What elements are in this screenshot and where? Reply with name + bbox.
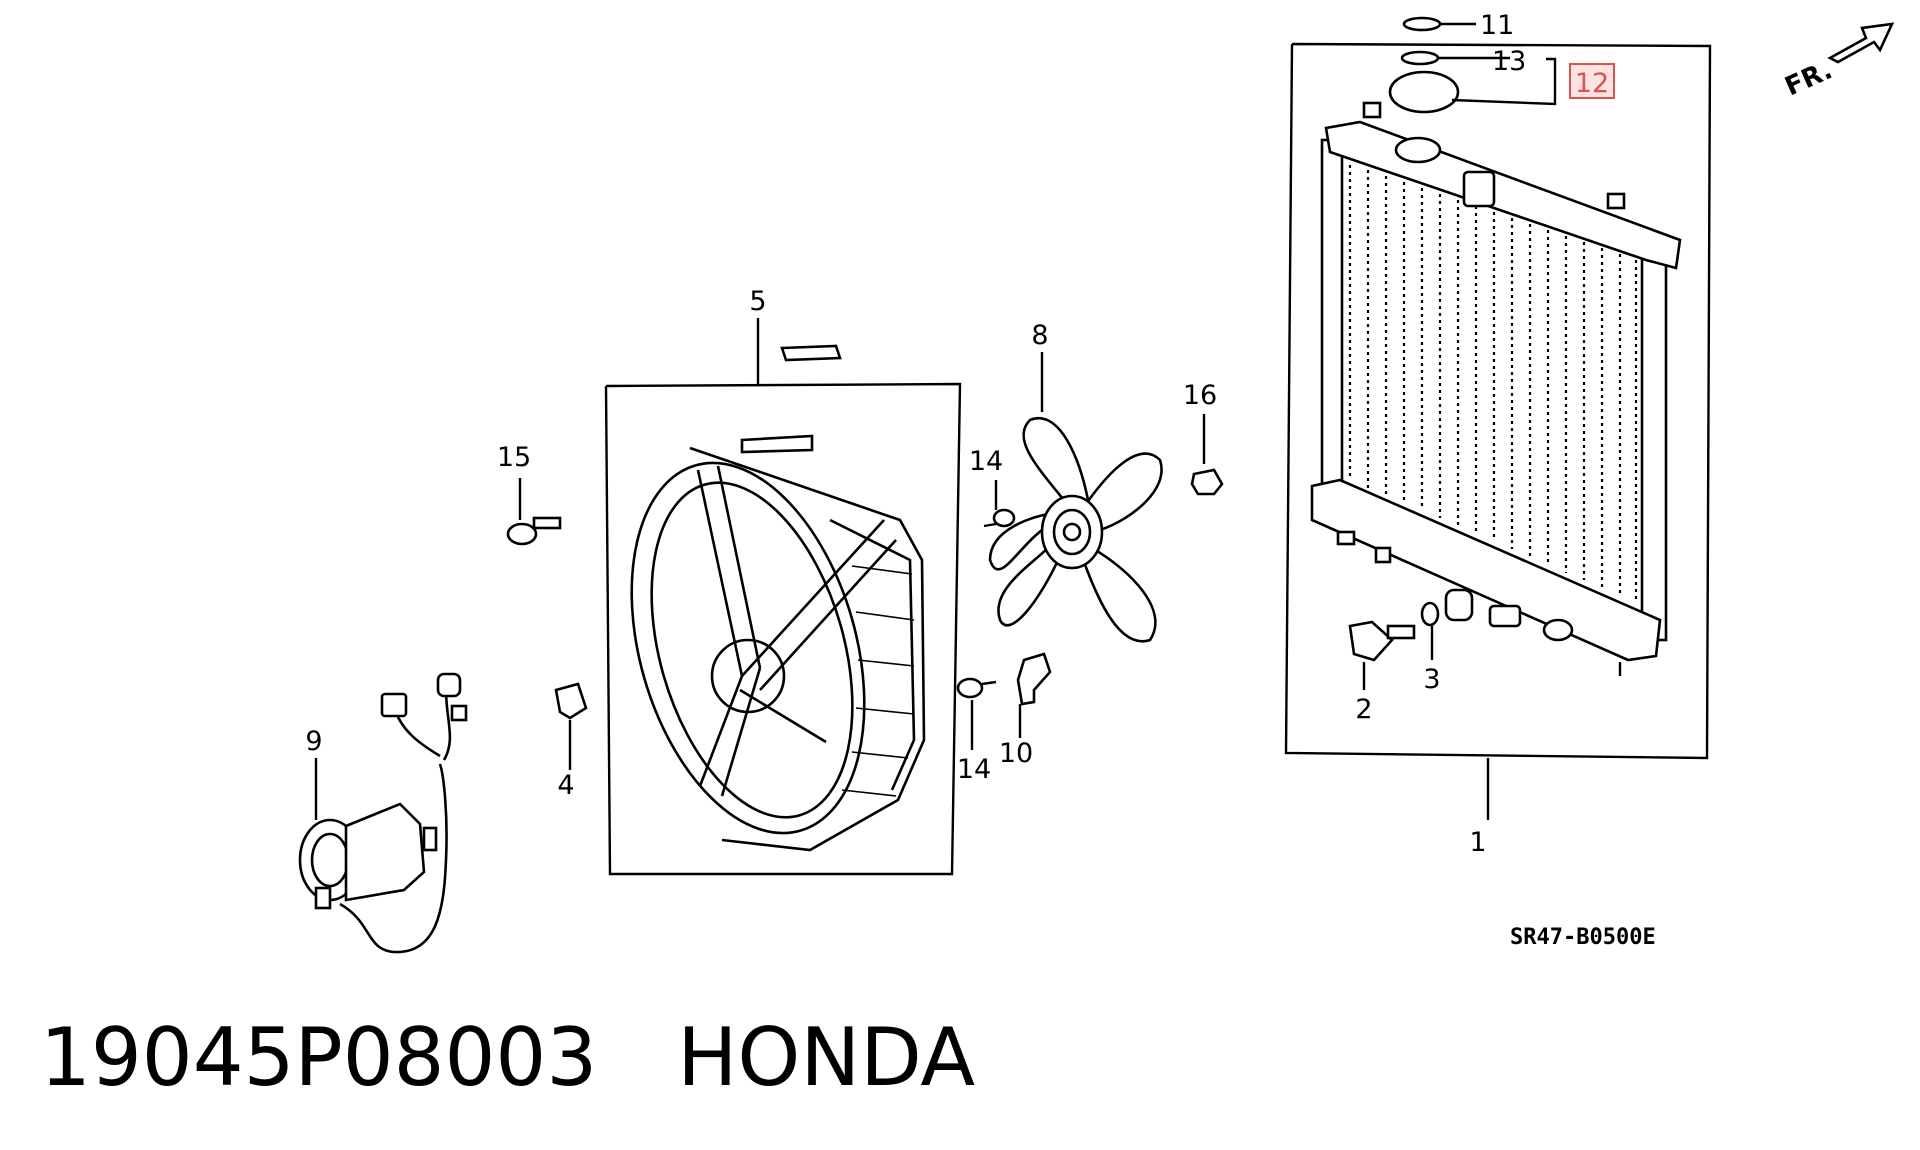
fan-motor [298,672,468,954]
callout-15[interactable]: 15 [497,442,531,473]
shroud-group-box [604,318,962,876]
callout-14-upper[interactable]: 14 [969,446,1003,477]
part-number: 19045P08003 [40,1011,598,1104]
callout-5[interactable]: 5 [749,286,766,317]
callout-1[interactable]: 1 [1469,827,1486,858]
radiator-cap [1388,16,1557,114]
cooling-fan [988,352,1163,643]
callout-14-lower[interactable]: 14 [957,754,991,785]
bolt-14-lower [956,677,997,750]
callout-4[interactable]: 4 [557,770,574,801]
callout-11[interactable]: 11 [1480,10,1514,41]
bolt-14-upper [983,480,1016,528]
callout-2[interactable]: 2 [1355,694,1372,725]
fan-shroud [630,344,926,852]
front-direction-indicator: FR. [1781,22,1895,102]
drain-plug [1348,588,1522,690]
callout-12[interactable]: 12 [1575,68,1609,99]
callout-16[interactable]: 16 [1183,380,1217,411]
callout-labels: 1 2 3 4 5 8 9 10 11 12 13 14 14 15 16 [305,10,1615,858]
callout-3[interactable]: 3 [1423,664,1440,695]
radiator-group-box [1284,42,1712,820]
radiator [1310,101,1682,676]
callout-13[interactable]: 13 [1492,46,1526,77]
highlight-box [1569,63,1615,99]
brand-name: HONDA [677,1011,976,1104]
front-indicator-label: FR. [1781,55,1837,102]
radiator-fins [1348,165,1638,603]
callout-10[interactable]: 10 [999,738,1033,769]
callout-12-highlight[interactable]: 12 [1569,63,1615,99]
diagram-code: SR47-B0500E [1510,925,1656,950]
bracket-10 [1016,652,1052,738]
nut-16 [1190,414,1224,496]
clip-4 [554,682,588,770]
callout-8[interactable]: 8 [1031,320,1048,351]
bolt-15 [506,478,562,546]
callout-9[interactable]: 9 [305,726,322,757]
